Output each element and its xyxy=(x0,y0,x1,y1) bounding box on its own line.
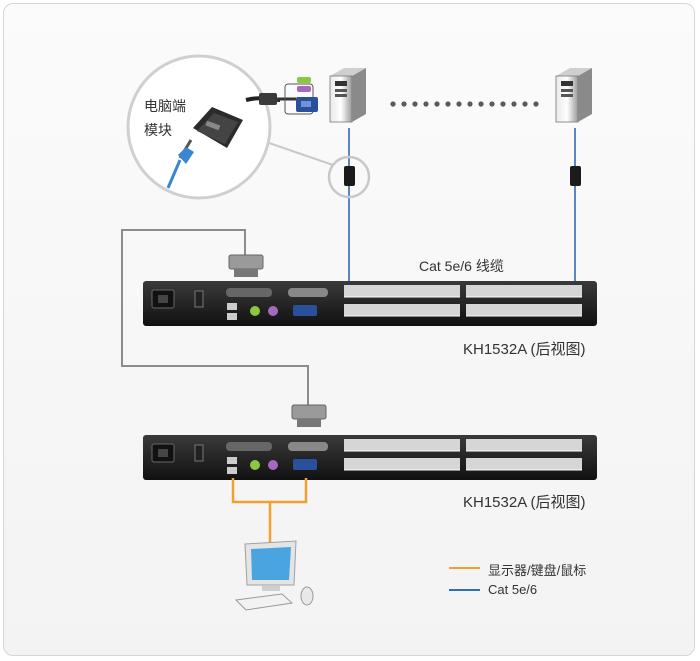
zoom-target-circle xyxy=(327,155,371,199)
daisy-chain-cable xyxy=(121,229,309,405)
computer-module-icon xyxy=(166,77,318,189)
cat-cable-label: Cat 5e/6 线缆 xyxy=(419,258,504,274)
daisy-chain-connector-icon xyxy=(228,254,264,277)
kvm-switch-top-rear xyxy=(143,281,597,326)
legend-label-console: 显示器/键盘/鼠标 xyxy=(488,563,587,578)
console-workstation-icon xyxy=(234,540,314,611)
computer-module-label-line2: 模块 xyxy=(144,122,172,138)
continuation-dots xyxy=(390,101,539,107)
adapter-dongle-2 xyxy=(570,166,581,186)
bottom-unit-label: KH1532A (后视图) xyxy=(463,494,586,511)
console-cables xyxy=(231,478,308,545)
computer-module-label: 电脑端 模块 xyxy=(144,94,204,142)
legend-label-cat: Cat 5e/6 xyxy=(488,582,538,597)
kvm-switch-bottom-rear xyxy=(143,435,597,480)
computer-tower-icon xyxy=(329,68,366,123)
top-unit-label: KH1532A (后视图) xyxy=(463,341,586,358)
adapter-dongle-1 xyxy=(344,166,355,186)
computer-tower-icon xyxy=(555,68,592,123)
computer-module-label-line1: 电脑端 xyxy=(144,98,186,114)
daisy-chain-connector-icon xyxy=(291,404,327,427)
